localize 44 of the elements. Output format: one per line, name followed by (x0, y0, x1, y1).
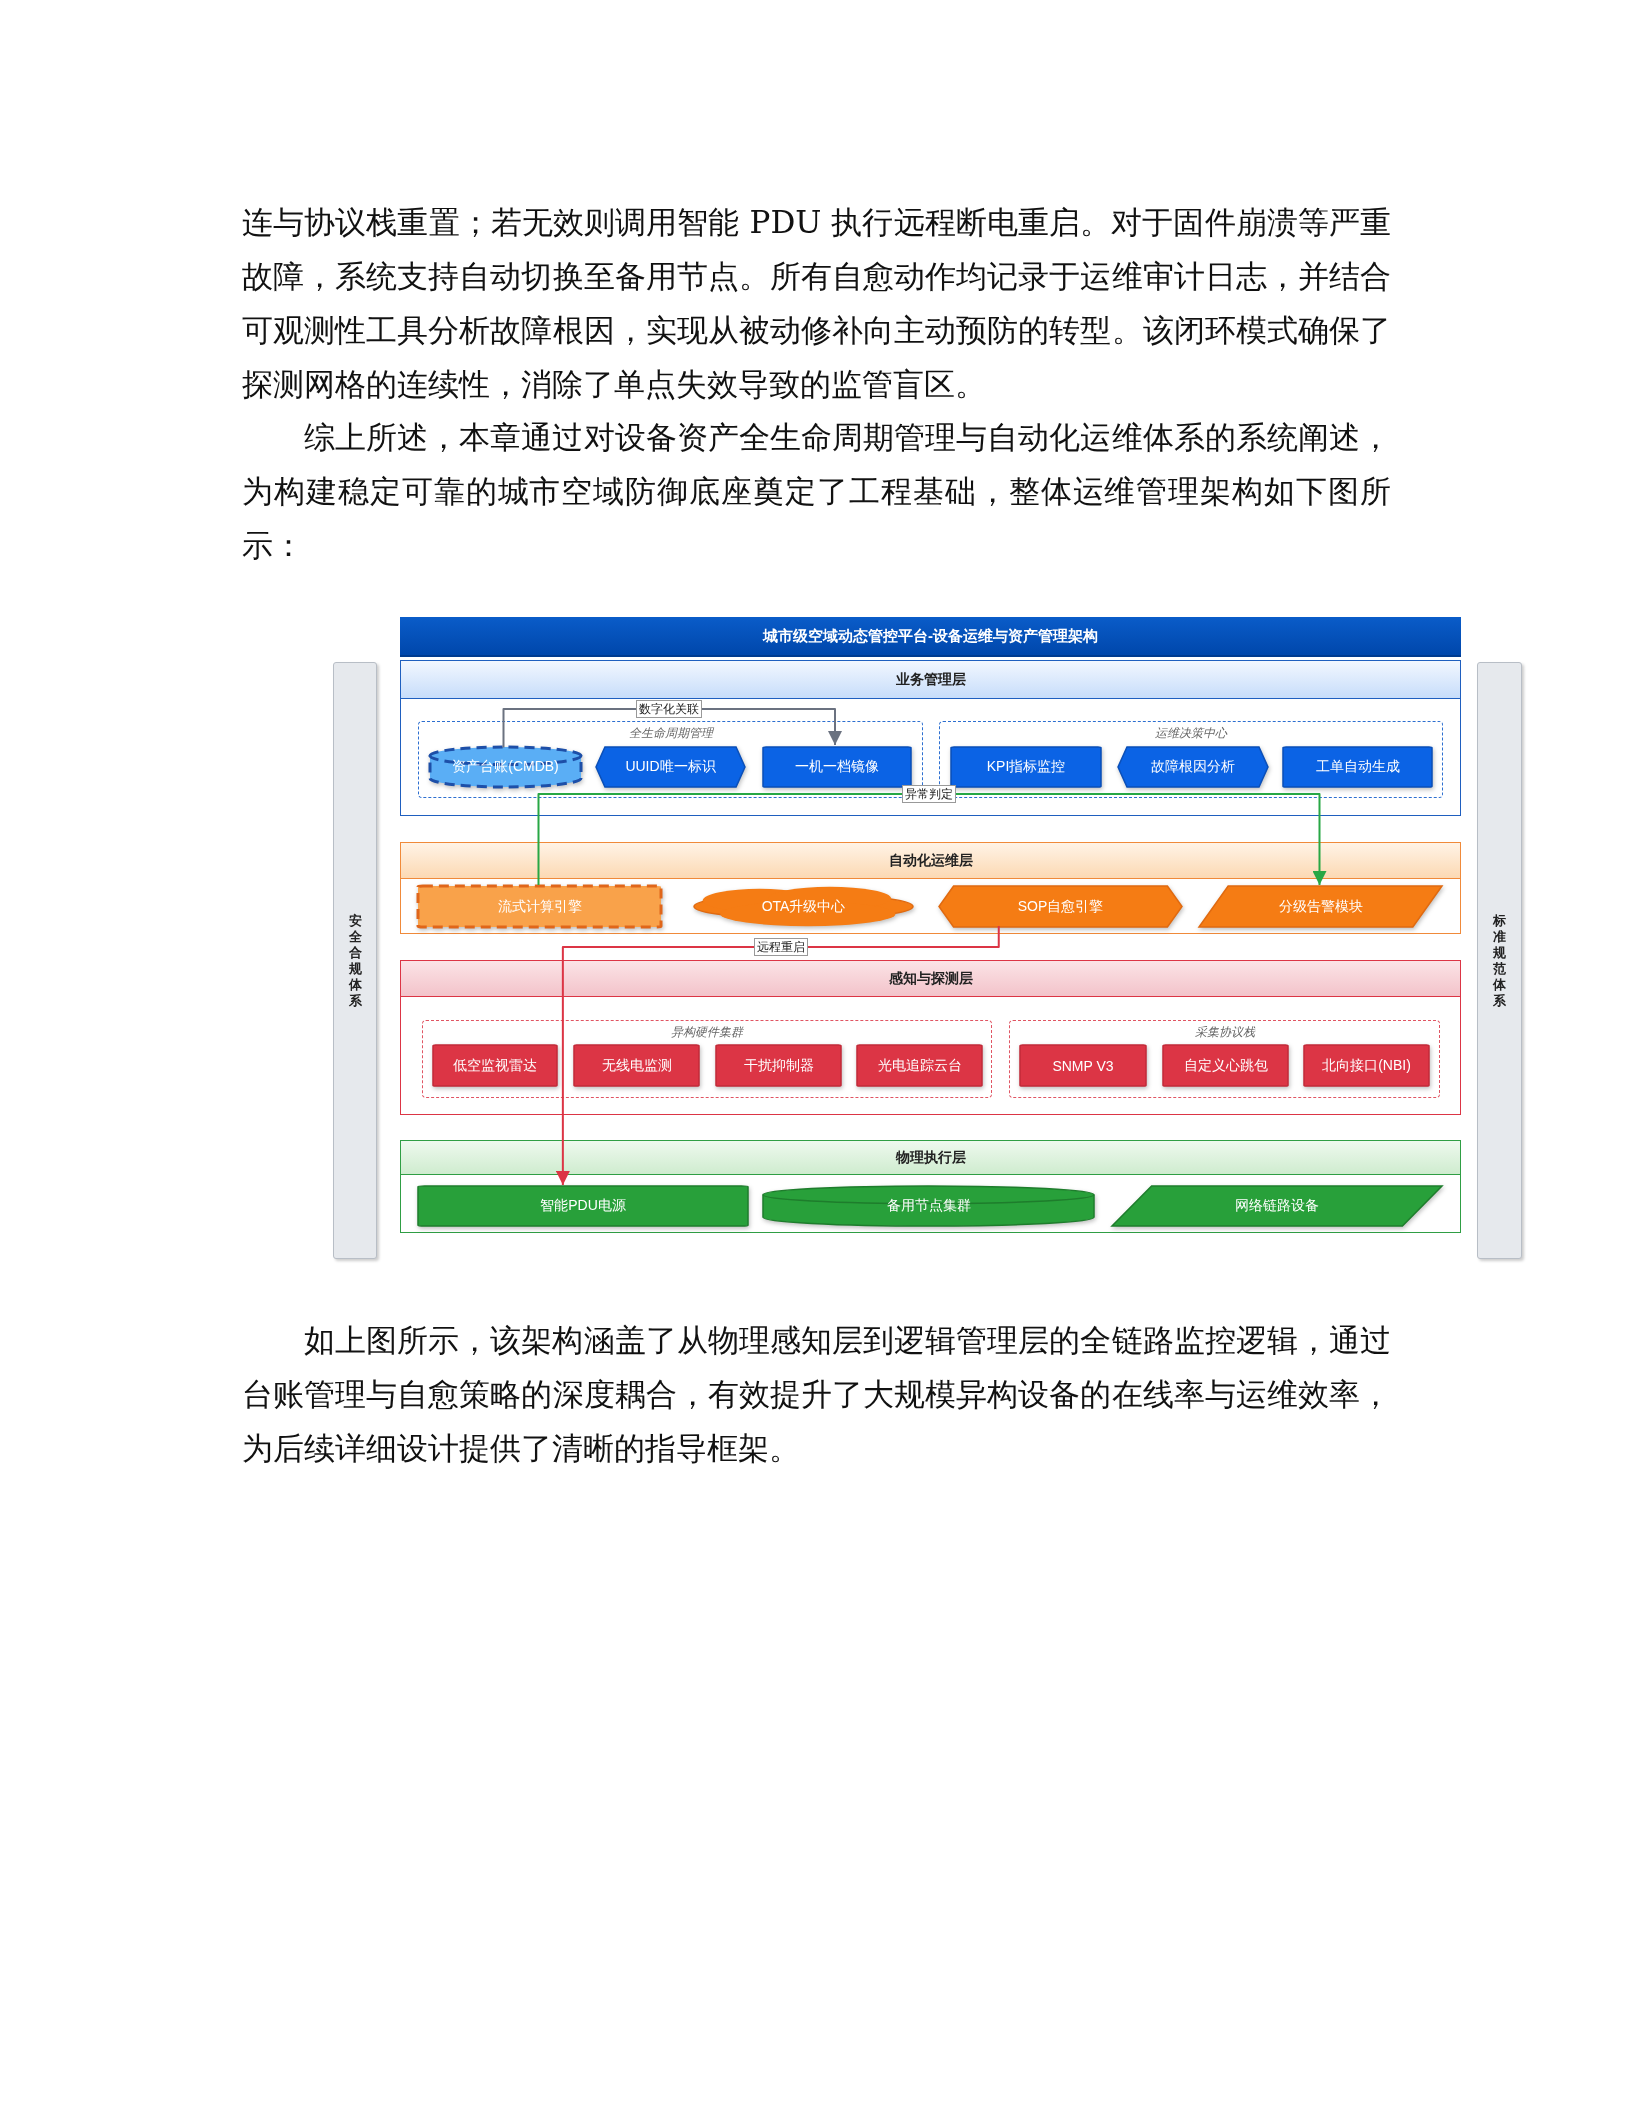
parallelogram-box: 分级告警模块 (1199, 886, 1442, 927)
process-box: 干扰抑制器 (716, 1045, 841, 1086)
hexagon-box: SOP自愈引擎 (939, 886, 1182, 927)
hexagon-box: UUID唯一标识 (596, 747, 745, 787)
group-frame (422, 1020, 992, 1098)
edge-label: 远程重启 (753, 938, 808, 956)
hexagon-box: 故障根因分析 (1118, 747, 1268, 787)
process-box: 流式计算引擎 (418, 886, 661, 927)
process-box: SNMP V3 (1020, 1045, 1146, 1086)
group-label: 全生命周期管理 (627, 725, 715, 742)
layer-panel (400, 660, 1461, 816)
paragraph: 综上所述，本章通过对设备资产全生命周期管理与自动化运维体系的系统阐述，为构建稳定可靠的城市空域防御底座奠定了工程基础，整体运维管理架构如下图所示： (242, 418, 1391, 565)
process-box: 光电追踪云台 (857, 1045, 982, 1086)
parallelogram-box: 网络链路设备 (1112, 1186, 1442, 1226)
edge-label: 异常判定 (902, 785, 956, 803)
process-box: 一机一档镜像 (763, 747, 911, 787)
group-label: 采集协议栈 (1193, 1024, 1256, 1041)
layer-header: 自动化运维层 (401, 843, 1460, 879)
paragraph: 如上图所示，该架构涵盖了从物理感知层到逻辑管理层的全链路监控逻辑，通过台账管理与自愈策略的深度耦合，有效提升了大规模异构设备的在线率与运维效率，为后续详细设计提供了清晰的指导框架。 (242, 1321, 1391, 1468)
title-banner: 城市级空域动态管控平台-设备运维与资产管理架构 (400, 617, 1461, 657)
layer-panel (400, 842, 1461, 934)
paragraph: 连与协议栈重置；若无效则调用智能 PDU 执行远程断电重启。对于固件崩溃等严重故障，系统支持自动切换至备用节点。所有自愈动作均记录于运维审计日志，并结合可观测性工具分析故障根因，实现从被动修补向主动预防的转型。该闭环模式确保了探测网格的连续性，消除了单点失效导致的监管盲区。 (242, 203, 1391, 404)
process-box: 北向接口(NBI) (1304, 1045, 1429, 1086)
group-label: 异构硬件集群 (670, 1024, 745, 1041)
side-panel: 安全合规体系 (333, 662, 377, 1259)
connector-arrow (537, 793, 1327, 886)
connector-arrow (555, 925, 1000, 1186)
process-box: 工单自动生成 (1283, 747, 1432, 787)
process-box: 无线电监测 (574, 1045, 699, 1086)
layer-header: 业务管理层 (401, 661, 1460, 699)
layer-header: 感知与探测层 (401, 961, 1460, 997)
process-box: 智能PDU电源 (418, 1186, 748, 1226)
process-box: 低空监视雷达 (433, 1045, 557, 1086)
edge-label: 数字化关联 (636, 700, 703, 718)
process-box: 自定义心跳包 (1163, 1045, 1288, 1086)
database-cylinder: 资产台账(CMDB) (430, 747, 581, 787)
process-box: KPI指标监控 (951, 747, 1101, 787)
layer-panel (400, 960, 1461, 1115)
side-panel: 标准规范体系 (1477, 662, 1522, 1259)
layer-panel (400, 1140, 1461, 1233)
layer-header: 物理执行层 (401, 1141, 1460, 1175)
database-cylinder: 备用节点集群 (763, 1186, 1094, 1226)
group-frame (1009, 1020, 1440, 1098)
group-label: 运维决策中心 (1154, 725, 1229, 742)
